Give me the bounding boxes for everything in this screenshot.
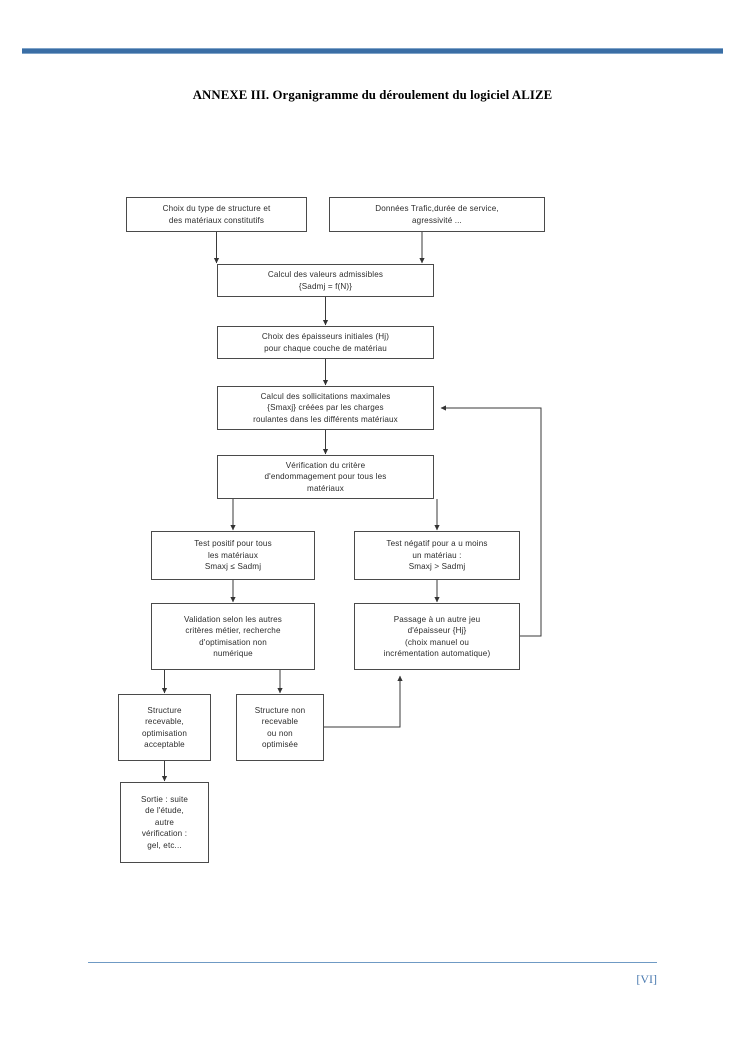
page-number: [VI]: [636, 972, 657, 986]
header-rule: [22, 48, 723, 54]
node-verification-critere[interactable]: Vérification du critère d'endommagement …: [217, 455, 434, 499]
page-title: ANNEXE III. Organigramme du déroulement …: [192, 88, 553, 102]
node-calcul-sollicitations[interactable]: Calcul des sollicitations maximales {Sma…: [217, 386, 434, 430]
node-donnees-trafic[interactable]: Données Trafic,durée de service, agressi…: [329, 197, 545, 232]
node-structure-recevable[interactable]: Structure recevable, optimisation accept…: [118, 694, 211, 761]
node-passage-autre-jeu[interactable]: Passage à un autre jeu d'épaisseur {Hj} …: [354, 603, 520, 670]
node-test-positif[interactable]: Test positif pour tous les matériaux Sma…: [151, 531, 315, 580]
node-choix-structure[interactable]: Choix du type de structure et des matéri…: [126, 197, 307, 232]
edge-passage-feedback-to-sollicitations: [440, 405, 542, 637]
edge-structure-non-recevable-to-passage: [324, 675, 403, 728]
node-sortie-suite[interactable]: Sortie : suite de l'étude, autre vérific…: [120, 782, 209, 863]
node-validation-criteres[interactable]: Validation selon les autres critères mét…: [151, 603, 315, 670]
node-choix-epaisseurs[interactable]: Choix des épaisseurs initiales (Hj) pour…: [217, 326, 434, 359]
node-structure-non-recevable[interactable]: Structure non recevable ou non optimisée: [236, 694, 324, 761]
node-test-negatif[interactable]: Test négatif pour a u moins un matériau …: [354, 531, 520, 580]
footer-rule: [88, 962, 657, 963]
node-calcul-valeurs-admissibles[interactable]: Calcul des valeurs admissibles {Sadmj = …: [217, 264, 434, 297]
